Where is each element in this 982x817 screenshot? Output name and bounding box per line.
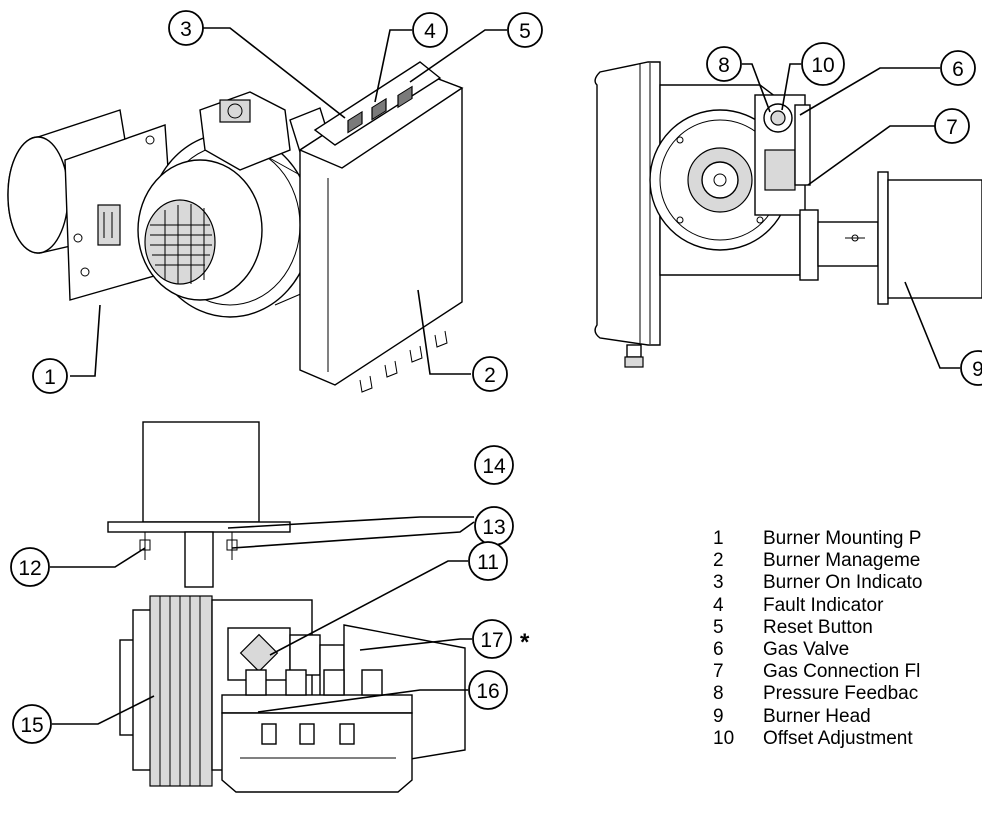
legend-label: Pressure Feedbac [763,683,919,705]
legend-row: 7 Gas Connection Fl [713,661,982,683]
legend-label: Gas Connection Fl [763,661,921,683]
leader-9b [781,63,801,111]
legend-row: 2 Burner Manageme [713,550,982,572]
svg-text:13: 13 [482,516,505,539]
leader-15 [52,695,155,725]
legend-number: 4 [713,594,724,616]
svg-text:11: 11 [477,551,499,574]
callout-12: 12 [10,547,50,587]
callout-14: 14 [474,445,514,485]
legend-number: 8 [713,683,724,705]
legend-row: 8 Pressure Feedbac [713,683,982,705]
leader-12 [50,547,146,568]
leader-14 [227,516,474,529]
leader-6 [799,67,940,116]
gas-valve-side [754,94,811,216]
legend-label: Burner Mounting P [763,528,922,549]
callout-3: 3 [168,10,204,46]
legend-row: 10 Offset Adjustment [713,728,982,750]
leader-17 [359,638,472,651]
control-box-side [594,61,661,368]
blower-housing-iso [137,132,313,318]
legend-label: Fault Indicator [763,594,884,616]
legend-label: Reset Button [763,616,873,638]
legend-number: 1 [713,528,724,549]
leader-2 [417,289,471,375]
leader-9 [904,281,960,369]
callout-13: 13 [474,506,514,546]
leader-7 [807,125,935,186]
svg-text:14: 14 [482,455,506,478]
leader-4 [374,29,412,103]
svg-text:8: 8 [718,54,730,77]
legend-row: 5 Reset Button [713,617,982,639]
top-view [107,421,466,793]
svg-text:9: 9 [972,358,982,381]
legend-number: 7 [713,661,724,683]
legend-row: 9 Burner Head [713,706,982,728]
callout-17: 17 [472,619,512,659]
legend-row: 6 Gas Valve [713,639,982,661]
isometric-view [7,61,464,393]
svg-text:12: 12 [18,557,41,580]
leader-3 [203,27,346,119]
leader-13 [231,521,475,549]
mounting-plate-top [107,521,291,533]
legend-row: 4 Fault Indicator [713,595,982,617]
svg-text:1: 1 [44,366,56,389]
svg-text:6: 6 [952,58,964,81]
leader-16 [257,689,468,713]
leader-1 [70,304,101,377]
asterisk-mark: * [520,629,530,656]
legend-number: 9 [713,705,724,727]
legend-number: 10 [713,727,735,749]
legend-row: 3 Burner On Indicato [713,572,982,594]
callout-2: 2 [472,356,508,392]
leader-11 [269,560,468,656]
callout-16: 16 [468,670,508,710]
callout-5: 5 [507,12,543,48]
svg-text:17: 17 [480,629,503,652]
leader-5 [409,29,507,83]
legend-number: 5 [713,616,724,638]
control-box-iso [298,61,464,393]
svg-text:10: 10 [811,54,834,77]
legend-label: Burner Manageme [763,550,921,572]
callout-7: 7 [934,108,970,144]
legend-label: Gas Valve [763,638,850,660]
callout-4: 4 [412,12,448,48]
leader-8 [742,63,771,113]
side-view [594,61,982,368]
callout-6: 6 [940,50,976,86]
legend-label: Burner On Indicato [763,572,923,594]
svg-text:3: 3 [180,18,192,41]
svg-text:16: 16 [476,680,499,703]
callout-9: 9 [960,350,982,386]
callout-11: 11 [468,541,508,581]
legend-number: 2 [713,550,724,572]
leader-lines [50,27,960,725]
legend-number: 3 [713,572,724,594]
svg-text:7: 7 [946,116,958,139]
burner-head-top [142,421,260,523]
svg-text:4: 4 [424,20,436,43]
legend-number: 6 [713,638,724,660]
legend-row: 1 Burner Mounting P [713,528,982,550]
burner-head-side [799,171,982,305]
gas-valve-top [227,627,321,681]
callout-10: 10 [801,42,845,86]
callout-15: 15 [12,704,52,744]
parts-legend: 1 Burner Mounting P 2 Burner Manageme 3 … [713,528,982,817]
svg-text:5: 5 [519,20,531,43]
callout-8: 8 [706,46,742,82]
svg-text:15: 15 [20,714,43,737]
legend-label: Offset Adjustment [763,727,913,749]
callout-1: 1 [32,358,68,394]
legend-label: Burner Head [763,705,871,727]
svg-text:2: 2 [484,364,496,387]
